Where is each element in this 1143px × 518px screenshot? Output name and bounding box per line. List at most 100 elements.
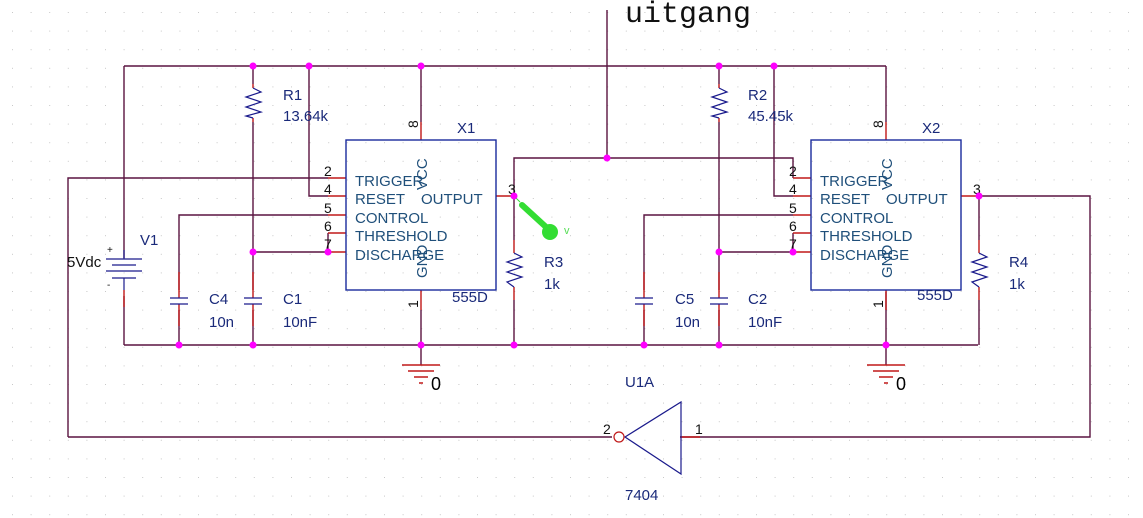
x1-pinnum-1: 1 [405,300,421,308]
junction-dot [249,248,257,256]
probe-tip [515,197,521,203]
ground-icon [867,364,905,384]
c4-ref: C4 [209,291,228,308]
u1a-pin-2: 2 [603,421,611,437]
junction-dot [510,341,518,349]
ground-x1-label: 0 [431,374,441,394]
voltage-source-v1[interactable]: + - V1 5Vdc [67,232,158,307]
junction-dot [640,341,648,349]
wire-x1-control [178,214,328,290]
r2-value: 45.45k [748,108,794,125]
x2-pin-threshold: THRESHOLD [820,228,913,245]
c2-ref: C2 [748,291,767,308]
junction-dot [305,62,313,70]
capacitor-c2[interactable]: C2 10nF [710,272,782,331]
junction-dot [175,341,183,349]
wire-x1-trigger [67,177,328,437]
junctions [175,62,983,349]
junction-dot [324,248,332,256]
c1-value: 10nF [283,314,317,331]
c2-value: 10nF [748,314,782,331]
x1-pin-threshold: THRESHOLD [355,228,448,245]
x2-pinnum-2: 2 [789,163,797,179]
junction-dot [510,192,518,200]
capacitor-c4[interactable]: C4 10n [170,272,234,331]
resistor-r4-symbol [970,252,989,288]
r4-ref: R4 [1009,254,1028,271]
probe-label: v [564,225,570,237]
u1a-pin-1: 1 [695,421,703,437]
ic-x2-body[interactable] [810,139,962,291]
ground-icon [402,364,440,384]
x2-pin-trigger: TRIGGER [820,173,889,190]
ic-x2-ref: X2 [922,120,940,137]
inverter-bubble-icon [613,431,625,443]
junction-dot [715,248,723,256]
junction-dot [789,248,797,256]
ground-x2-label: 0 [896,374,906,394]
x2-pin-reset: RESET [820,191,870,208]
net-label-uitgang[interactable]: uitgang [625,0,751,32]
c1-ref: C1 [283,291,302,308]
c5-value: 10n [675,314,700,331]
x2-pin-gnd: GND [879,245,896,279]
x1-pinnum-6: 6 [324,218,332,234]
capacitor-c1[interactable]: C1 10nF [244,272,317,331]
ic-x1-ref: X1 [457,120,475,137]
resistor-r3-symbol [505,252,524,288]
x1-pinnum-8: 8 [405,120,421,128]
junction-dot [249,62,257,70]
c5-ref: C5 [675,291,694,308]
ic-x2-part: 555D [917,287,953,304]
x2-pinnum-7: 7 [789,236,797,252]
resistor-r2[interactable]: R2 45.45k [709,87,794,125]
v1-ref: V1 [140,232,158,249]
wire-x1-reset [308,66,328,197]
resistor-r3[interactable]: R3 1k [505,252,563,293]
resistor-r2-symbol [709,87,730,119]
junction-dot [249,341,257,349]
x2-pinnum-1: 1 [870,300,886,308]
ic-x1[interactable]: X1 555D TRIGGER RESET CONTROL THRESHOLD … [324,120,516,308]
probe-head-icon [542,224,558,240]
capacitor-c5-symbol [635,297,653,305]
v1-plus-sign: + [107,245,113,256]
ground-x2: 0 [867,364,906,394]
v1-value: 5Vdc [67,254,102,271]
x1-pinnum-7: 7 [324,236,332,252]
x1-pin-gnd: GND [414,245,431,279]
x2-pinnum-4: 4 [789,181,797,197]
resistor-r1[interactable]: R1 13.64k [243,87,329,125]
x2-pinnum-3: 3 [973,181,981,197]
ic-x1-part: 555D [452,289,488,306]
junction-dot [882,341,890,349]
r1-ref: R1 [283,87,302,104]
battery-icon [106,250,142,290]
r1-value: 13.64k [283,108,329,125]
voltage-probe[interactable]: v [515,197,570,240]
junction-dot [715,62,723,70]
ic-x2[interactable]: X2 555D TRIGGER RESET CONTROL THRESHOLD … [789,120,981,308]
pin-stubs [252,84,980,438]
ic-x1-body[interactable] [345,139,497,291]
capacitor-c1-symbol [244,297,262,305]
wires [67,10,1091,438]
junction-dot [417,62,425,70]
r3-value: 1k [544,276,560,293]
junction-dot [603,154,611,162]
capacitor-c5[interactable]: C5 10n [635,272,700,331]
resistor-r4[interactable]: R4 1k [970,252,1028,293]
x1-pinnum-4: 4 [324,181,332,197]
x2-pin-discharge: DISCHARGE [820,247,909,264]
r4-value: 1k [1009,276,1025,293]
inverter-u1a[interactable]: U1A 7404 2 1 [603,374,703,504]
wire-x2-control [643,214,793,290]
probe-icon [519,202,549,230]
u1a-part: 7404 [625,487,658,504]
capacitor-c2-symbol [710,297,728,305]
wire-x2-reset [773,66,793,197]
v1-minus-sign: - [107,280,110,291]
x1-pinnum-3: 3 [508,181,516,197]
junction-dot [417,341,425,349]
